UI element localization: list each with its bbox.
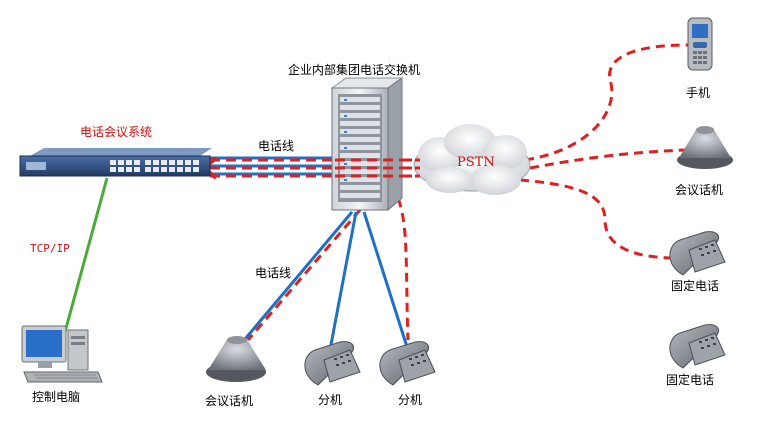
conference-switch bbox=[19, 148, 212, 177]
pbx-label: 企业内部集团电话交换机 bbox=[288, 62, 420, 77]
connection-lines bbox=[63, 43, 689, 351]
extension-2-label: 分机 bbox=[398, 393, 422, 407]
fixed-phone-1-label: 固定电话 bbox=[671, 278, 719, 293]
phone-line-top-label: 电话线 bbox=[258, 139, 294, 153]
pstn-label: PSTN bbox=[457, 155, 495, 170]
pstn-cloud: PSTN bbox=[413, 124, 531, 195]
pbx-conf-blue-line bbox=[238, 211, 354, 346]
phone-line-bottom-label: 电话线 bbox=[255, 266, 291, 280]
pbx-rack bbox=[330, 77, 404, 212]
pstn-confright-red-dash bbox=[529, 148, 686, 170]
conference-phone-right-label: 会议话机 bbox=[675, 183, 723, 197]
extension-phone-2 bbox=[379, 341, 436, 386]
conference-system-label: 电话会议系统 bbox=[80, 125, 152, 139]
pbx-conf-red-dash bbox=[246, 209, 362, 341]
control-pc bbox=[21, 325, 103, 383]
extension-phone-1 bbox=[304, 341, 361, 386]
fixed-phone-1 bbox=[669, 231, 726, 276]
tcpip-green-line bbox=[63, 177, 109, 333]
fixed-phone-2-label: 固定电话 bbox=[666, 372, 714, 387]
mobile-phone bbox=[687, 17, 713, 71]
conference-phone-bottom bbox=[206, 336, 266, 382]
tcpip-label: TCP/IP bbox=[30, 242, 70, 255]
pstn-fixed-red-dash bbox=[519, 178, 679, 260]
pbx-ext2-red-dash bbox=[390, 184, 410, 341]
mobile-label: 手机 bbox=[686, 86, 710, 100]
conference-phone-right bbox=[677, 126, 733, 169]
control-pc-label: 控制电脑 bbox=[32, 390, 80, 404]
extension-1-label: 分机 bbox=[318, 393, 342, 407]
conference-phone-bottom-label: 会议话机 bbox=[205, 394, 253, 408]
pbx-ext1-blue-line bbox=[328, 211, 358, 351]
fixed-phone-2 bbox=[669, 324, 726, 369]
pbx-ext2-blue-line bbox=[362, 211, 410, 351]
pstn-mobile-red-dash bbox=[524, 43, 689, 162]
